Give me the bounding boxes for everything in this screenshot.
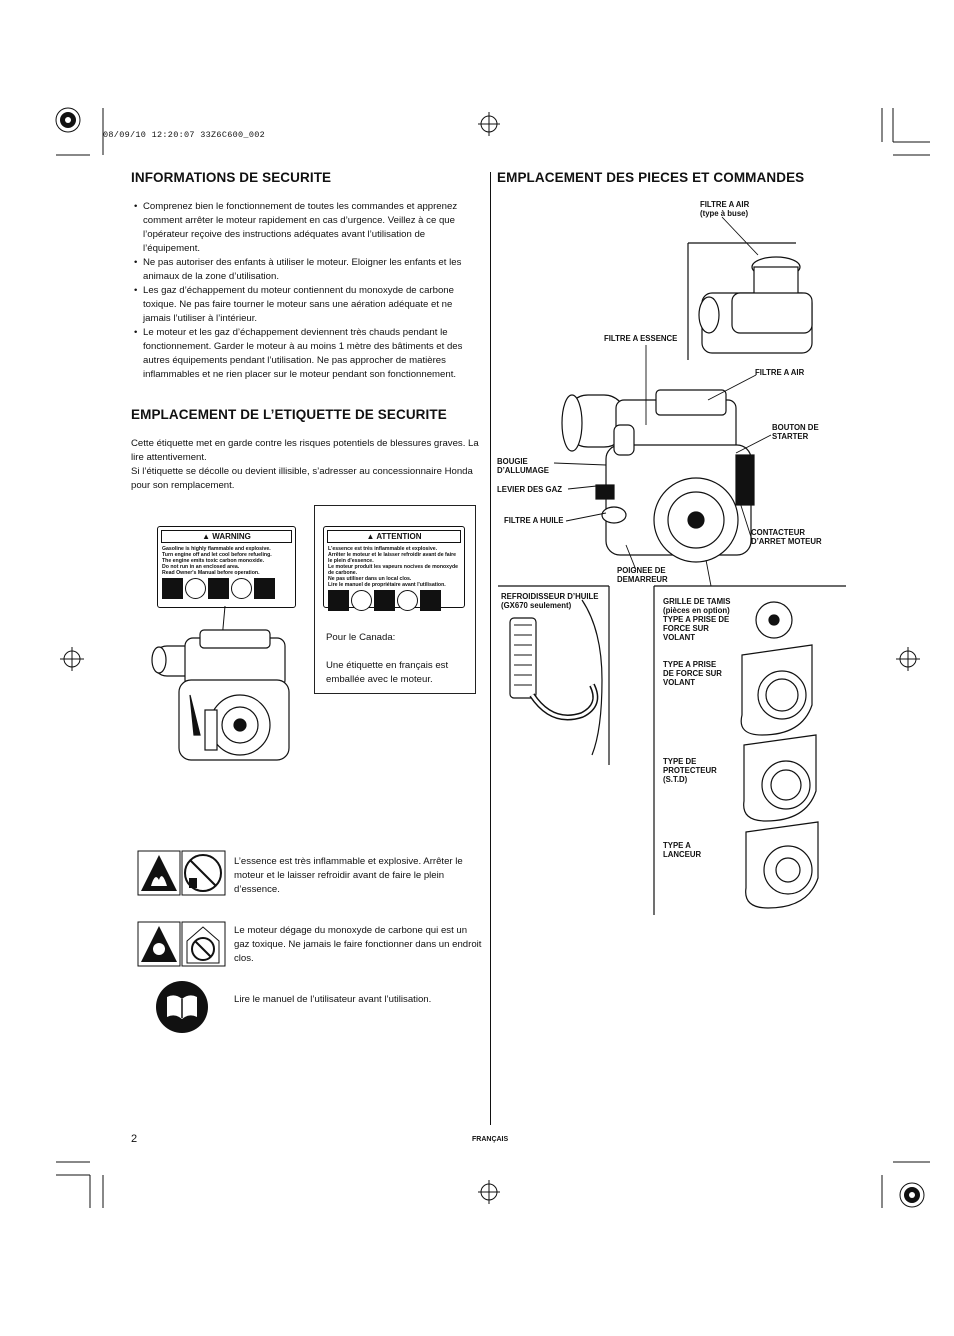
attention-label-title: ▲ ATTENTION xyxy=(327,530,461,543)
canada-title: Pour le Canada: xyxy=(326,632,396,643)
attention-label: ▲ ATTENTION L'essence est très inflammab… xyxy=(323,526,465,611)
symbol-text-manual: Lire le manuel de l’utilisateur avant l’… xyxy=(234,994,432,1005)
safety-bullet: Comprenez bien le fonctionnement de tout… xyxy=(131,200,481,256)
canada-text: Une étiquette en français est emballée a… xyxy=(326,660,449,685)
safety-title: INFORMATIONS DE SECURITE xyxy=(131,170,332,185)
manual-book-icon xyxy=(156,981,208,1033)
safety-bullet-list: Comprenez bien le fonctionnement de tout… xyxy=(131,200,481,382)
label-oil-filter: FILTRE A HUILE xyxy=(504,516,564,525)
label-engine-switch: CONTACTEUR D’ARRET MOTEUR xyxy=(751,528,822,546)
label-launcher-type: TYPE A LANCEUR xyxy=(663,841,702,859)
label-pto-type: TYPE A PRISE DE FORCE SUR VOLANT xyxy=(663,660,722,687)
engine-illustration-small xyxy=(151,605,290,761)
label-spark-plug: BOUGIE D’ALLUMAGE xyxy=(497,457,549,475)
symbol-text-co: Le moteur dégage du monoxyde de carbone … xyxy=(234,925,482,964)
page-number: 2 xyxy=(131,1133,138,1145)
label-air-filter: FILTRE A AIR xyxy=(755,368,805,377)
carbon-monoxide-icon xyxy=(137,921,226,967)
warning-label-pictograms xyxy=(162,578,291,604)
canada-label-box xyxy=(314,505,476,694)
safety-bullet: Ne pas autoriser des enfants à utiliser … xyxy=(131,256,481,284)
print-timestamp: 08/09/10 12:20:07 33Z6C600_002 xyxy=(103,130,266,140)
engine-parts-diagram xyxy=(498,216,846,915)
label-choke-knob: BOUTON DE STARTER xyxy=(772,423,819,441)
label-location-title: EMPLACEMENT DE L’ETIQUETTE DE SECURITE xyxy=(131,407,447,422)
label-throttle-lever: LEVIER DES GAZ xyxy=(497,485,562,494)
label-std-type: TYPE DE PROTECTEUR (S.T.D) xyxy=(663,757,717,784)
flame-fuel-icon xyxy=(137,850,226,896)
attention-label-pictograms xyxy=(328,590,460,616)
label-oil-cooler: REFROIDISSEUR D’HUILE (GX670 seulement) xyxy=(501,592,599,610)
parts-title: EMPLACEMENT DES PIECES ET COMMANDES xyxy=(497,170,805,185)
safety-bullet: Le moteur et les gaz d’échappement devie… xyxy=(131,326,481,382)
column-divider xyxy=(490,172,491,1125)
label-location-paragraph-1: Cette étiquette met en garde contre les … xyxy=(131,438,479,463)
registration-mark-top-left xyxy=(55,107,81,133)
registration-mark-bottom-right xyxy=(899,1182,925,1208)
safety-bullet: Les gaz d’échappement du moteur contienn… xyxy=(131,284,481,326)
label-location-paragraph-2: Si l’étiquette se décolle ou devient ill… xyxy=(131,466,473,491)
warning-label: ▲ WARNING Gasoline is highly flammable a… xyxy=(157,526,296,608)
footer-language: FRANÇAIS xyxy=(472,1136,509,1143)
label-starter-grip: POIGNEE DE DEMARREUR xyxy=(617,566,668,584)
label-fuel-filter: FILTRE A ESSENCE xyxy=(604,334,678,343)
symbol-text-fuel: L’essence est très inflammable et explos… xyxy=(234,856,463,895)
label-air-filter-nozzle: FILTRE A AIR (type à buse) xyxy=(700,200,750,218)
warning-label-title: ▲ WARNING xyxy=(161,530,292,543)
label-screen-grid: GRILLE DE TAMIS (pièces en option) TYPE … xyxy=(663,597,731,642)
